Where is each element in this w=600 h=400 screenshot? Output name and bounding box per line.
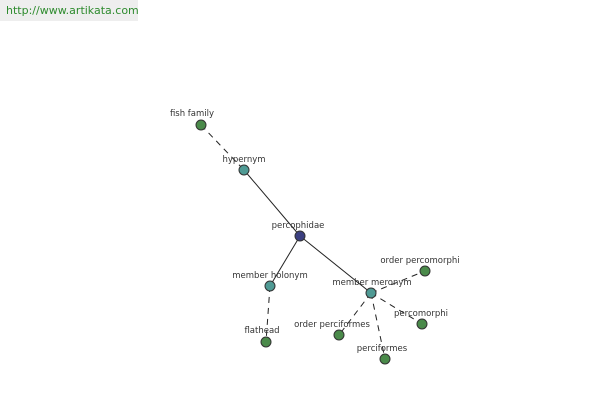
node-flathead[interactable]: flathead xyxy=(244,326,280,348)
node-hypernym-dot[interactable] xyxy=(238,164,250,176)
edge-member-meronym-to-order-percomorphi xyxy=(370,270,426,294)
edge-percophidae-to-member-holonym xyxy=(269,235,301,287)
node-perciformes-label: perciformes xyxy=(357,344,408,354)
node-percomorphi[interactable]: percomorphi xyxy=(394,309,448,330)
node-member-meronym-label: member meronym xyxy=(332,278,411,288)
edge-percophidae-to-member-meronym xyxy=(299,235,372,294)
node-flathead-label: flathead xyxy=(244,326,279,336)
node-percophidae-label: percophidae xyxy=(272,221,325,231)
node-perciformes[interactable]: perciformes xyxy=(357,344,408,365)
edge-member-meronym-to-percomorphi xyxy=(370,292,423,325)
node-flathead-dot[interactable] xyxy=(260,336,272,348)
node-hypernym[interactable]: hypernym xyxy=(222,155,266,176)
node-order-perciformes-dot[interactable] xyxy=(333,329,345,341)
node-member-meronym[interactable]: member meronym xyxy=(332,278,412,299)
edge-hypernym-to-percophidae xyxy=(243,169,301,237)
node-member-holonym-label: member holonym xyxy=(232,271,307,281)
node-percophidae[interactable]: percophidae xyxy=(272,221,325,242)
node-percomorphi-label: percomorphi xyxy=(394,309,448,319)
node-hypernym-label: hypernym xyxy=(222,155,265,165)
node-percomorphi-dot[interactable] xyxy=(416,318,428,330)
node-member-holonym[interactable]: member holonym xyxy=(232,271,308,292)
node-percophidae-dot[interactable] xyxy=(294,230,306,242)
edge-member-holonym-to-flathead xyxy=(265,285,271,343)
source-url-link[interactable]: http://www.artikata.com xyxy=(0,0,139,21)
node-order-perciformes[interactable]: order perciformes xyxy=(294,320,370,341)
node-order-percomorphi[interactable]: order percomorphi xyxy=(380,256,460,277)
edges-layer xyxy=(200,124,426,360)
node-member-holonym-dot[interactable] xyxy=(264,280,276,292)
node-fish-family-label: fish family xyxy=(170,109,214,119)
edge-member-meronym-to-order-perciformes xyxy=(338,292,372,336)
node-perciformes-dot[interactable] xyxy=(379,353,391,365)
node-order-perciformes-label: order perciformes xyxy=(294,320,370,330)
node-fish-family-dot[interactable] xyxy=(195,119,207,131)
node-member-meronym-dot[interactable] xyxy=(365,287,377,299)
node-order-percomorphi-dot[interactable] xyxy=(419,265,431,277)
node-order-percomorphi-label: order percomorphi xyxy=(380,256,459,266)
edge-member-meronym-to-perciformes xyxy=(370,292,386,360)
node-fish-family[interactable]: fish family xyxy=(170,109,214,131)
nodes-layer: fish family hypernym percophidae member hol… xyxy=(170,109,460,365)
